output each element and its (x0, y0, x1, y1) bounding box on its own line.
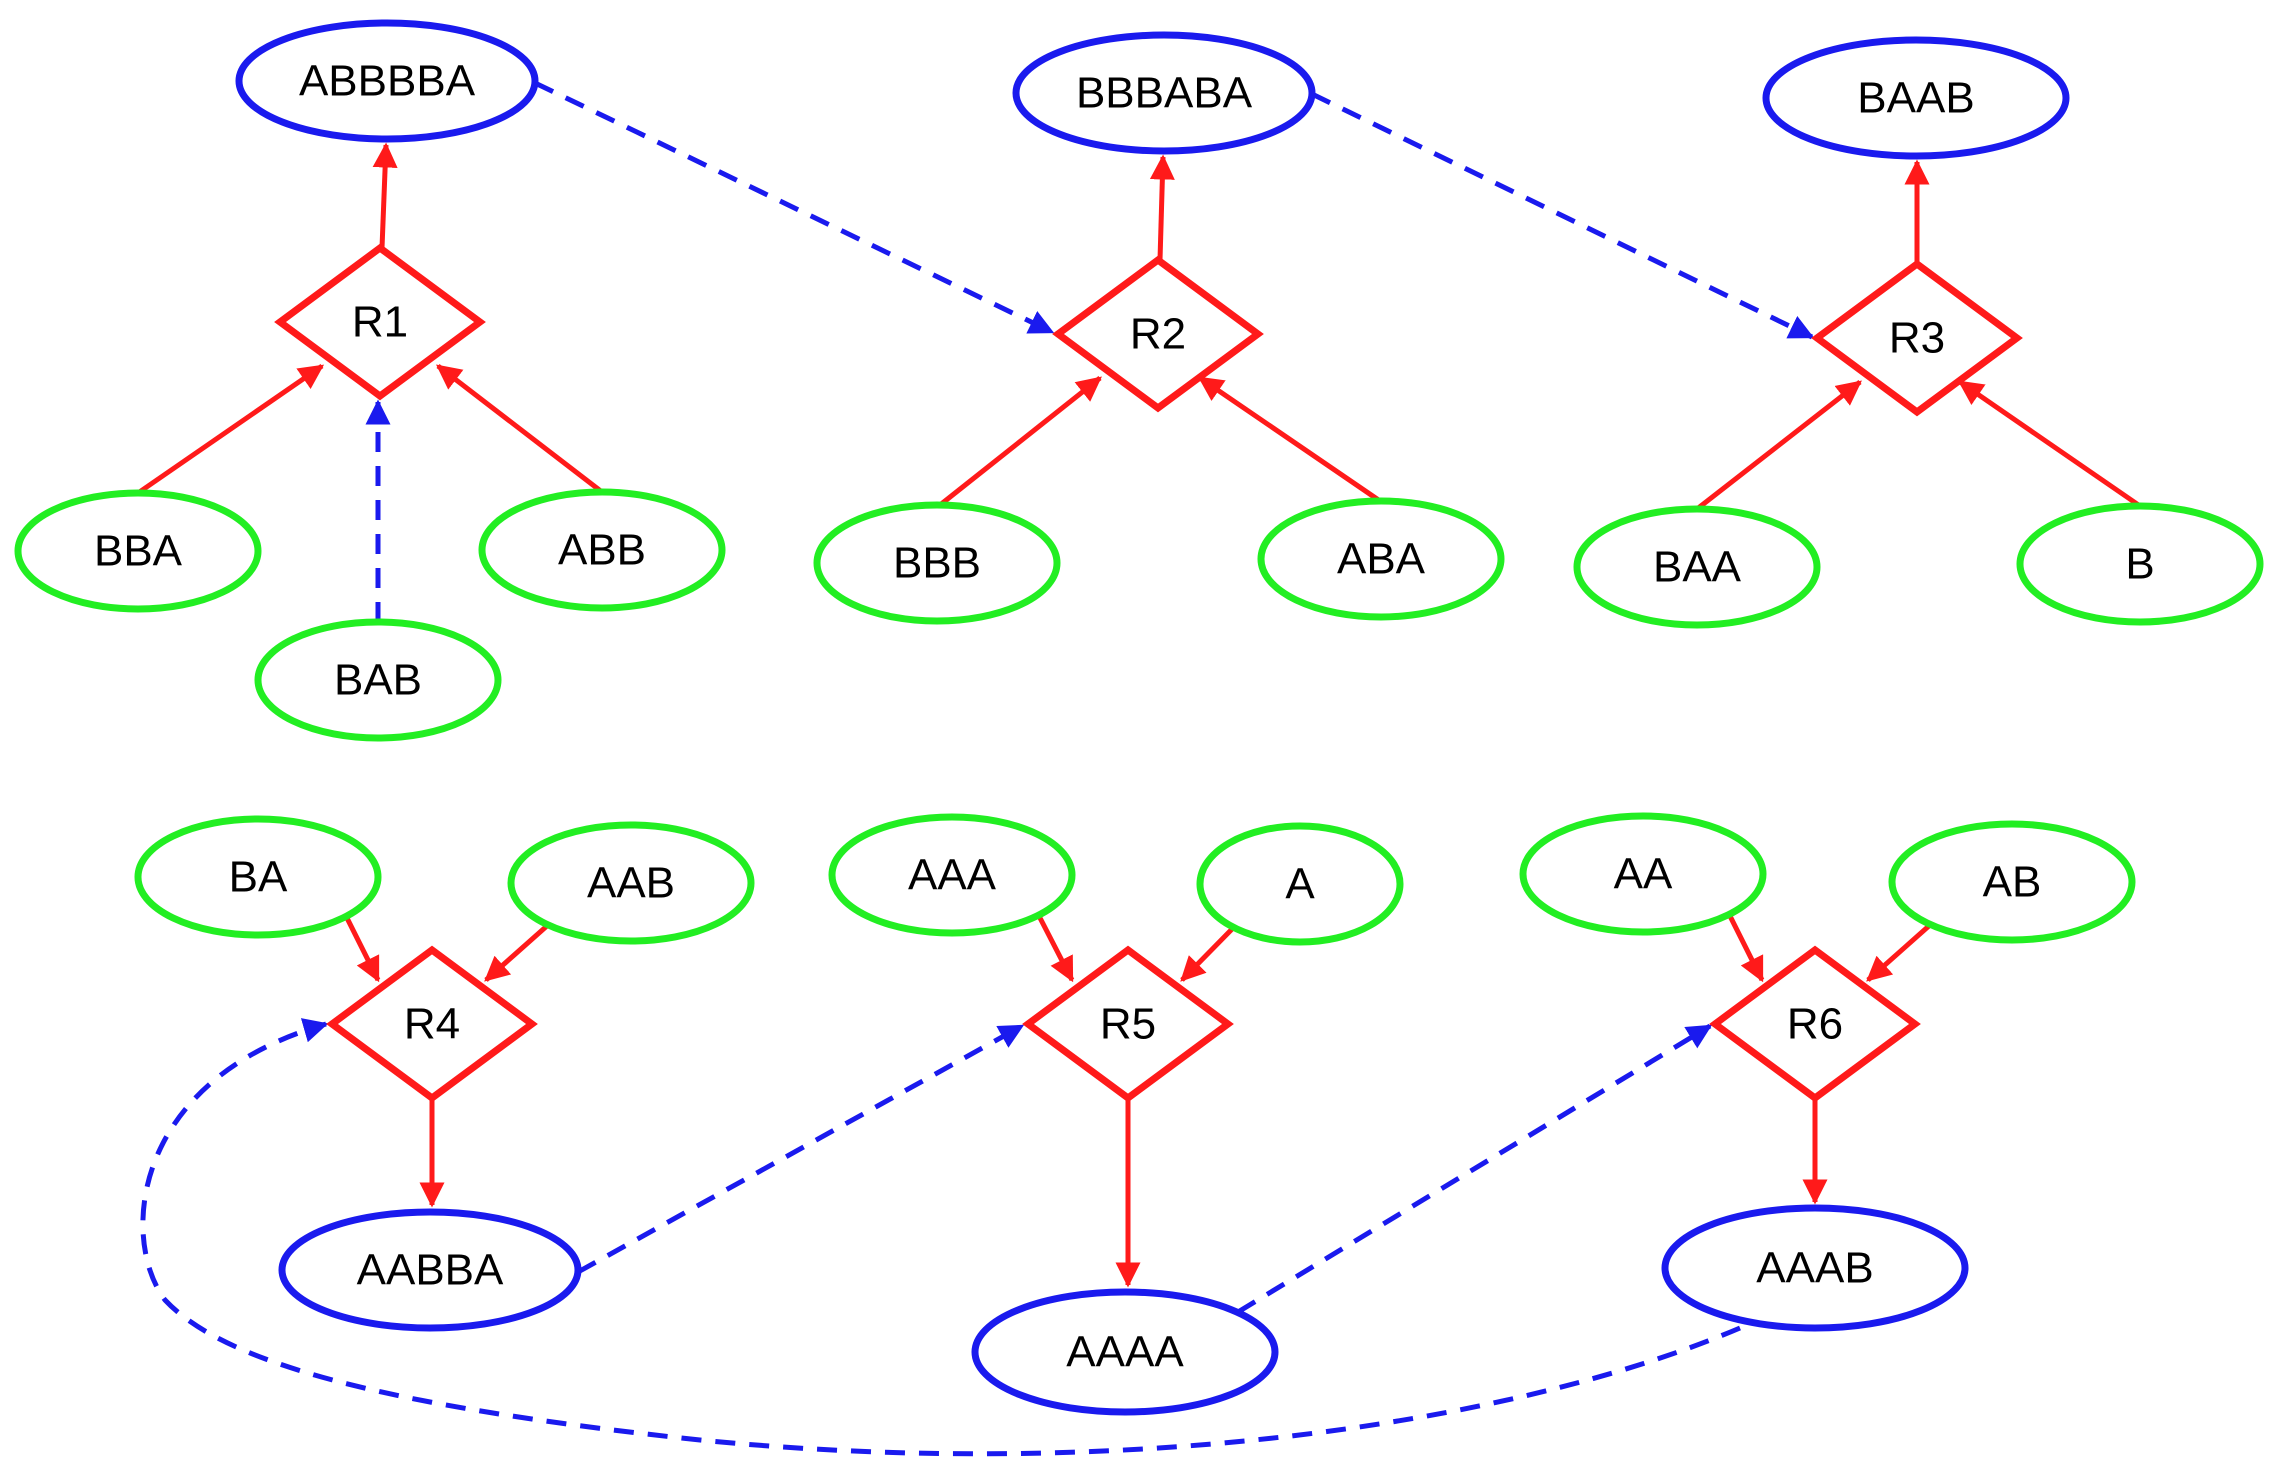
product-node-bbbaba: BBBABA (1012, 31, 1316, 155)
product-node-aabba: AABBA (278, 1208, 582, 1332)
reactant-node-bba: BBA (14, 489, 262, 613)
svg-text:AAA: AAA (908, 851, 997, 900)
svg-text:AAAA: AAAA (1066, 1328, 1184, 1377)
svg-text:AAB: AAB (587, 859, 675, 908)
nodes-layer: ABBBBA BBBABA BAAB AABBA AAAA AAAB R1 (14, 19, 2264, 1416)
svg-text:BAB: BAB (334, 656, 422, 705)
reactant-node-aa: AA (1519, 812, 1767, 936)
reaction-node-r6: R6 (1709, 945, 1921, 1103)
product-node-aaaa: AAAA (971, 1288, 1279, 1416)
svg-text:AA: AA (1614, 850, 1673, 899)
svg-text:R6: R6 (1787, 1000, 1843, 1049)
input-edge-bbb-to-r2 (938, 376, 1102, 507)
svg-text:R3: R3 (1889, 314, 1945, 363)
reaction-node-r5: R5 (1022, 945, 1234, 1103)
input-edge-aaa-to-r5 (1035, 912, 1075, 983)
output-edge-r1-to-abbbba (372, 142, 398, 249)
catalysis-edge-aabba-to-r5 (576, 1023, 1025, 1275)
svg-text:R1: R1 (352, 298, 408, 347)
reaction-node-r4: R4 (326, 945, 538, 1103)
svg-text:AB: AB (1983, 858, 2042, 907)
svg-text:BAA: BAA (1653, 543, 1742, 592)
svg-text:BBBABA: BBBABA (1076, 69, 1253, 118)
catalysis-edge-aaaa-to-r6 (1236, 1023, 1713, 1315)
svg-text:BBB: BBB (893, 539, 981, 588)
input-edge-abb-to-r1 (436, 364, 604, 494)
input-edge-a-to-r5 (1180, 924, 1237, 982)
input-edge-aab-to-r4 (484, 923, 550, 982)
svg-text:R4: R4 (404, 1000, 460, 1049)
reactant-node-ba: BA (134, 815, 382, 939)
svg-text:R2: R2 (1130, 310, 1186, 359)
reactant-node-a: A (1196, 822, 1404, 946)
catalysis-edge-abbbba-to-r2 (533, 80, 1055, 335)
svg-text:ABBBBA: ABBBBA (299, 57, 476, 106)
svg-text:BA: BA (229, 853, 288, 902)
svg-text:B: B (2125, 540, 2154, 589)
input-edge-b-to-r3 (1957, 379, 2142, 509)
reactant-node-aab: AAB (507, 821, 755, 945)
reactant-node-abb: ABB (478, 488, 726, 612)
svg-text:ABB: ABB (558, 526, 646, 575)
reaction-node-r2: R2 (1052, 255, 1264, 413)
input-edge-bba-to-r1 (136, 363, 325, 496)
svg-text:BBA: BBA (94, 527, 183, 576)
svg-text:ABA: ABA (1337, 535, 1426, 584)
reactant-node-baa: BAA (1573, 505, 1821, 629)
product-node-baab: BAAB (1762, 36, 2070, 160)
reaction-node-r3: R3 (1811, 259, 2023, 417)
reaction-node-r1: R1 (274, 243, 486, 401)
edges-layer (136, 80, 2142, 1457)
svg-text:BAAB: BAAB (1857, 74, 1974, 123)
input-edge-aa-to-r6 (1727, 914, 1765, 983)
input-edge-baa-to-r3 (1695, 380, 1862, 511)
output-edge-r2-to-bbbaba (1149, 154, 1175, 261)
svg-text:R5: R5 (1100, 1000, 1156, 1049)
svg-text:A: A (1285, 860, 1315, 909)
product-node-aaab: AAAB (1661, 1204, 1969, 1332)
reactant-node-b: B (2016, 502, 2264, 626)
input-edge-aba-to-r2 (1197, 375, 1382, 504)
svg-text:AABBA: AABBA (357, 1246, 504, 1295)
reactant-node-aaa: AAA (828, 813, 1076, 937)
reactant-node-bab: BAB (254, 618, 502, 742)
input-edge-ab-to-r6 (1866, 923, 1932, 982)
input-edge-ba-to-r4 (343, 914, 381, 983)
reactant-node-aba: ABA (1257, 497, 1505, 621)
svg-text:AAAB: AAAB (1756, 1244, 1873, 1293)
reactant-node-ab: AB (1888, 820, 2136, 944)
reactant-node-bbb: BBB (813, 501, 1061, 625)
product-node-abbbba: ABBBBA (235, 19, 539, 143)
catalysis-edge-bbbaba-to-r3 (1310, 91, 1815, 340)
